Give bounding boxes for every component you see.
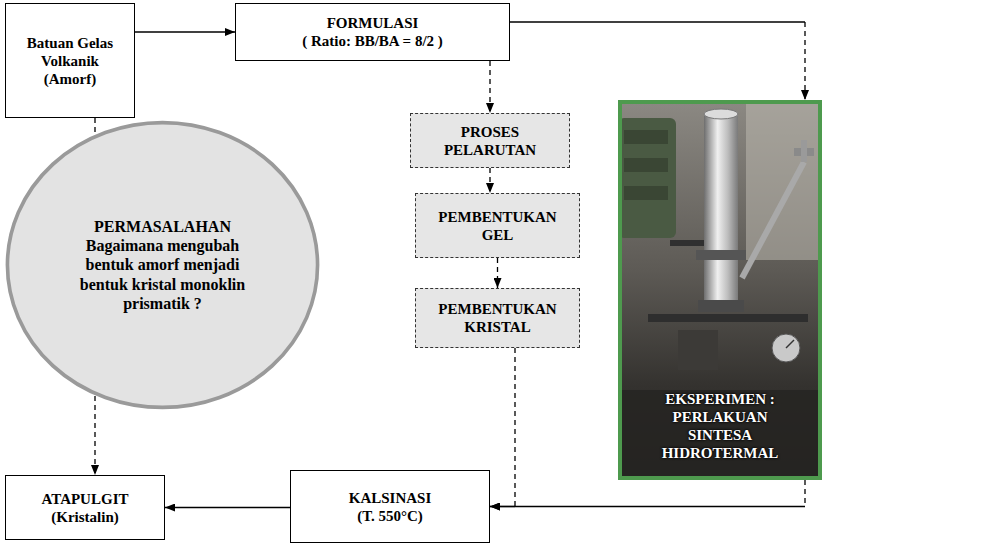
node-heading: KALSINASI <box>349 489 432 507</box>
connector-line <box>94 118 95 134</box>
motor-body <box>618 118 676 238</box>
source-box: Batuan Gelas Volkanik(Amorf) <box>5 3 135 118</box>
flow-connector <box>165 507 290 508</box>
process-box: KALSINASI(T. 550°C) <box>290 470 490 543</box>
motor-rib <box>624 158 668 172</box>
connector-line <box>804 22 805 100</box>
flow-connector <box>490 348 515 507</box>
node-text: (T. 550°C) <box>357 507 423 525</box>
connector-line <box>497 258 498 288</box>
flow-connector <box>95 118 96 134</box>
node-text: ( Ratio: BB/BA = 8/2 ) <box>302 32 443 50</box>
step-box: PEMBENTUKAN KRISTAL <box>415 288 580 348</box>
reactor-cylinder <box>704 114 738 310</box>
flow-connector <box>497 258 498 288</box>
node-heading: EKSPERIMEN : PERLAKUAN SINTESA HIDROTERM… <box>645 390 795 462</box>
step-box: PROSES PELARUTAN <box>410 113 570 168</box>
motor-rib <box>624 130 668 144</box>
connector-line <box>489 168 490 193</box>
step-box: PEMBENTUKAN GEL <box>415 193 580 258</box>
cylinder-flange <box>696 250 746 260</box>
photo-shadow <box>618 390 822 480</box>
drive-belt <box>670 240 704 246</box>
circle-shape <box>7 123 317 408</box>
flow-connector <box>490 168 491 193</box>
node-text: (Kristalin) <box>51 508 119 526</box>
flow-connector <box>490 480 805 507</box>
experiment-photo-box: EKSPERIMEN : PERLAKUAN SINTESA HIDROTERM… <box>618 100 822 480</box>
photo-ground <box>618 100 822 480</box>
support-bar <box>648 314 808 322</box>
valve-stem <box>801 140 807 162</box>
flow-connector <box>490 61 491 113</box>
connector-line <box>490 506 805 507</box>
process-box: FORMULASI( Ratio: BB/BA = 8/2 ) <box>235 3 510 61</box>
node-heading: ATAPULGIT <box>42 490 129 508</box>
flow-connector <box>135 32 235 33</box>
connector-line <box>135 31 235 32</box>
connector-line <box>165 507 290 508</box>
connector-line <box>94 396 95 475</box>
node-heading: Batuan Gelas Volkanik <box>14 34 126 70</box>
pressure-gauge <box>772 334 800 362</box>
cylinder-flange <box>698 300 744 312</box>
gauge-needle <box>786 340 794 348</box>
connector-line <box>510 21 805 22</box>
node-heading: PEMBENTUKAN KRISTAL <box>433 300 563 336</box>
node-heading: FORMULASI <box>327 14 419 32</box>
flow-connector <box>510 22 805 100</box>
problem-circle: PERMASALAHANBagaimana mengubah bentuk am… <box>5 120 320 410</box>
photo-wall <box>746 100 822 260</box>
cylinder-cap <box>704 109 738 119</box>
motor-rib <box>624 186 668 200</box>
flow-connector <box>95 396 96 475</box>
connector-line <box>804 480 805 507</box>
node-heading: PERMASALAHAN <box>94 217 231 236</box>
node-text: (Amorf) <box>44 70 96 88</box>
node-heading: PROSES PELARUTAN <box>434 123 546 159</box>
node-heading: PEMBENTUKAN GEL <box>433 208 563 244</box>
result-box: ATAPULGIT(Kristalin) <box>5 475 165 540</box>
heater-block <box>678 330 718 370</box>
connector-line <box>489 61 490 113</box>
gas-pipe <box>742 162 804 278</box>
node-text: Bagaimana mengubah bentuk amorf menjadi … <box>72 236 254 313</box>
connector-line <box>514 348 515 507</box>
